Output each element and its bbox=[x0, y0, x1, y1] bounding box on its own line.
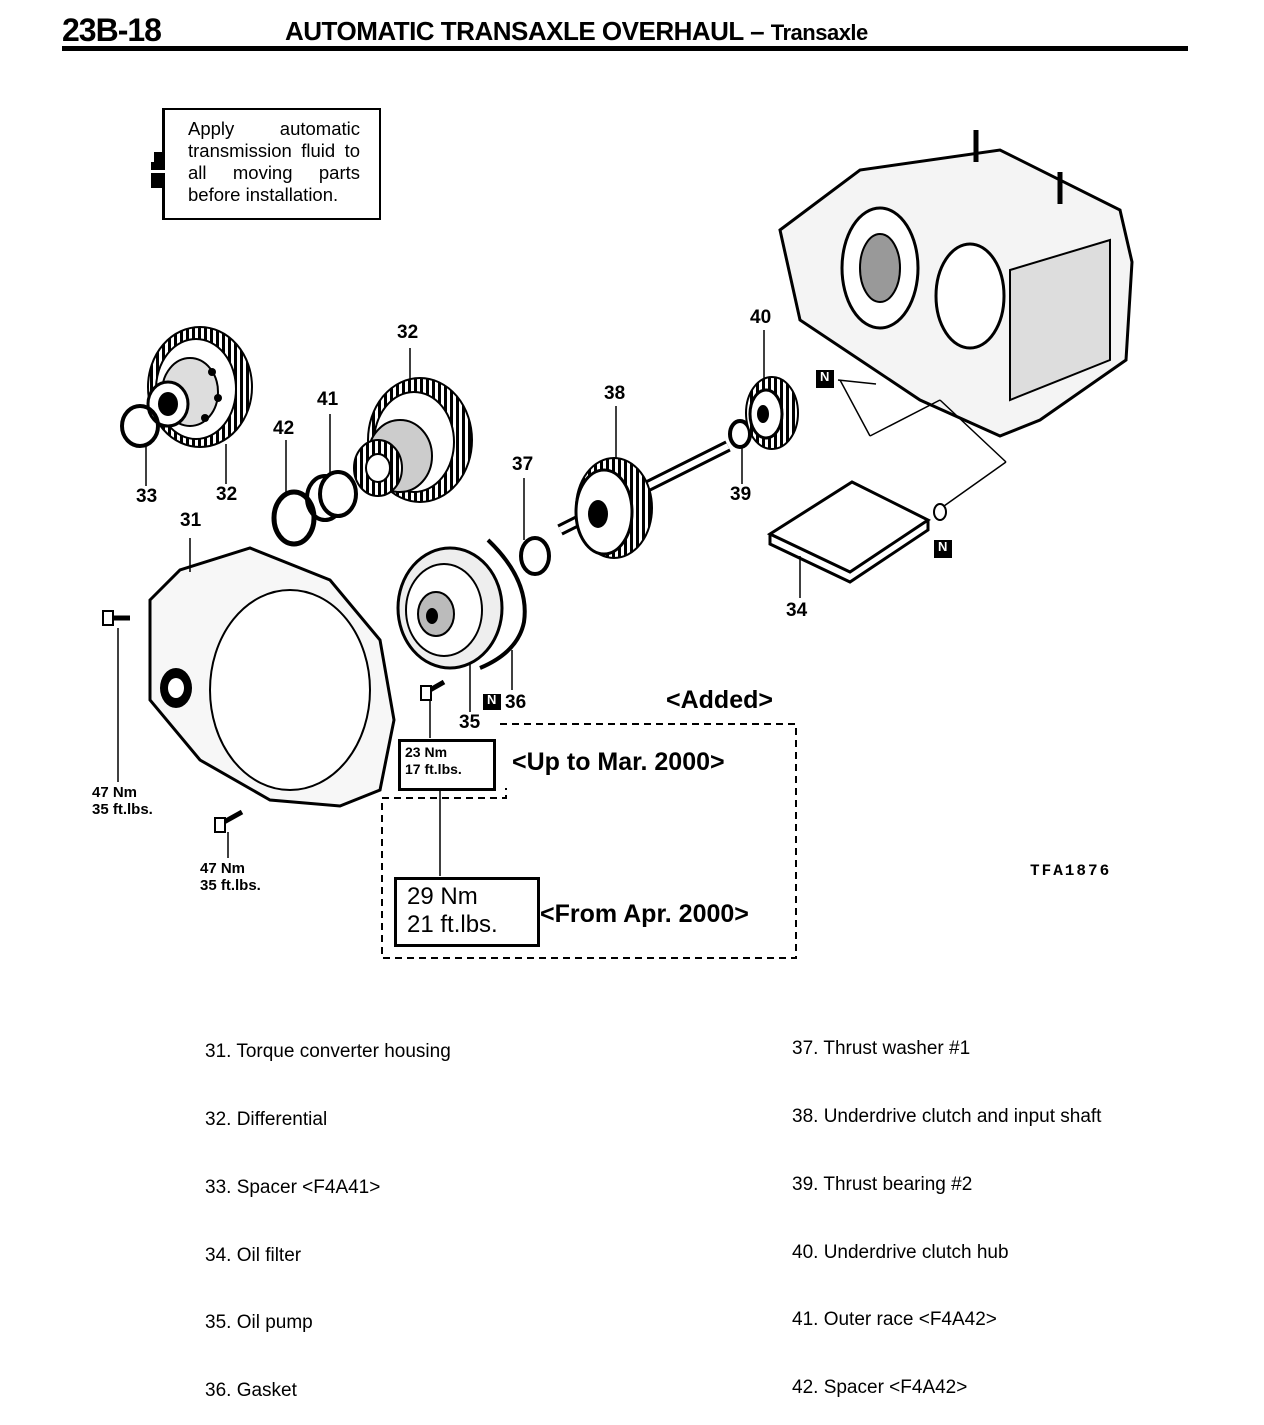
callout-36: 36 bbox=[505, 692, 527, 713]
callout-42: 42 bbox=[273, 418, 295, 439]
torque-bottom-bolt: 47 Nm 35 ft.lbs. bbox=[200, 860, 261, 894]
new-part-label-2: N bbox=[938, 539, 948, 554]
torque-old-ftlbs: 17 ft.lbs. bbox=[405, 761, 462, 777]
torque-converter-housing-31 bbox=[148, 546, 396, 808]
revision-added-label: <Added> bbox=[666, 686, 773, 714]
callout-35: 35 bbox=[459, 712, 481, 733]
legend-item: 39. Thrust bearing #2 bbox=[792, 1173, 973, 1195]
torque-bottom-nm: 47 Nm bbox=[200, 860, 246, 877]
callout-32-left: 32 bbox=[216, 484, 238, 505]
torque-new-ftlbs: 21 ft.lbs. bbox=[407, 911, 498, 938]
legend-right: 37. Thrust washer #1 38. Underdrive clut… bbox=[792, 993, 1101, 1422]
torque-old-text: 23 Nm 17 ft.lbs. bbox=[405, 744, 462, 778]
torque-bottom-ftlbs: 35 ft.lbs. bbox=[200, 877, 261, 894]
figure-code: TFA1876 bbox=[1030, 862, 1112, 880]
clutch-hub-40 bbox=[745, 376, 799, 450]
legend-item: 33. Spacer <F4A41> bbox=[205, 1176, 381, 1198]
title-dash: – bbox=[743, 16, 771, 46]
new-part-marker-2 bbox=[934, 540, 952, 558]
revision-frame-added bbox=[381, 723, 797, 959]
callout-39: 39 bbox=[730, 484, 752, 505]
legend-left: 31. Torque converter housing 32. Differe… bbox=[205, 996, 451, 1425]
legend-item: 37. Thrust washer #1 bbox=[792, 1038, 971, 1060]
revision-up-to-label: <Up to Mar. 2000> bbox=[512, 748, 725, 776]
revision-from-label: <From Apr. 2000> bbox=[540, 900, 749, 928]
callout-leaders bbox=[117, 330, 801, 876]
torque-new-text: 29 Nm 21 ft.lbs. bbox=[407, 883, 498, 939]
gasket-36 bbox=[479, 538, 527, 670]
new-part-marker-3 bbox=[483, 694, 501, 710]
oil-pump-35 bbox=[396, 546, 504, 670]
header-rule bbox=[62, 46, 1188, 51]
outer-race-41 bbox=[305, 470, 358, 522]
new-part-label-1: N bbox=[820, 369, 830, 384]
callout-34: 34 bbox=[786, 600, 808, 621]
section-title: AUTOMATIC TRANSAXLE OVERHAUL bbox=[285, 16, 744, 46]
callout-40: 40 bbox=[750, 307, 772, 328]
callout-41: 41 bbox=[317, 389, 339, 410]
thrust-washer-37 bbox=[519, 536, 551, 576]
spacer-33 bbox=[120, 404, 160, 448]
differential-center bbox=[353, 377, 473, 503]
oil-filter-34 bbox=[766, 480, 931, 584]
callout-33: 33 bbox=[136, 486, 158, 507]
new-part-marker-1 bbox=[816, 370, 834, 388]
callout-32-center: 32 bbox=[397, 322, 419, 343]
torque-new-nm: 29 Nm bbox=[407, 883, 478, 910]
legend-item: 41. Outer race <F4A42> bbox=[792, 1309, 997, 1331]
legend-item: 35. Oil pump bbox=[205, 1312, 313, 1334]
callout-38: 38 bbox=[604, 383, 626, 404]
transaxle-case bbox=[778, 130, 1134, 438]
legend-item: 36. Gasket bbox=[205, 1380, 297, 1402]
bolt-pump bbox=[420, 679, 446, 701]
callout-37: 37 bbox=[512, 454, 534, 475]
torque-old-nm: 23 Nm bbox=[405, 744, 448, 760]
bolt-bottom bbox=[214, 809, 244, 833]
oil-can-icon bbox=[148, 152, 168, 188]
new-part-label-3: N bbox=[487, 692, 497, 707]
legend-item: 34. Oil filter bbox=[205, 1244, 302, 1266]
legend-item: 32. Differential bbox=[205, 1108, 328, 1130]
legend-item: 40. Underdrive clutch hub bbox=[792, 1241, 1009, 1263]
bolt-left bbox=[102, 610, 130, 626]
legend-item: 38. Underdrive clutch and input shaft bbox=[792, 1105, 1102, 1127]
differential-left bbox=[146, 326, 253, 448]
section-subtitle: Transaxle bbox=[770, 20, 869, 45]
torque-box-new bbox=[394, 877, 540, 947]
exploded-view-illustration bbox=[102, 130, 1134, 959]
torque-left-bolt: 47 Nm 35 ft.lbs. bbox=[92, 784, 153, 818]
o-ring-leaders bbox=[837, 379, 1007, 521]
torque-left-ftlbs: 35 ft.lbs. bbox=[92, 801, 153, 818]
torque-left-nm: 47 Nm bbox=[92, 784, 138, 801]
input-shaft-38 bbox=[557, 440, 731, 559]
page-number: 23B-18 bbox=[62, 12, 162, 48]
legend-item: 31. Torque converter housing bbox=[205, 1041, 451, 1063]
page-title: AUTOMATIC TRANSAXLE OVERHAUL – Transaxle bbox=[285, 16, 868, 47]
callout-31: 31 bbox=[180, 510, 202, 531]
torque-box-old bbox=[398, 739, 496, 791]
fluid-note-text: Apply automatic transmission fluid to al… bbox=[188, 118, 360, 205]
legend-item: 42. Spacer <F4A42> bbox=[792, 1377, 968, 1399]
